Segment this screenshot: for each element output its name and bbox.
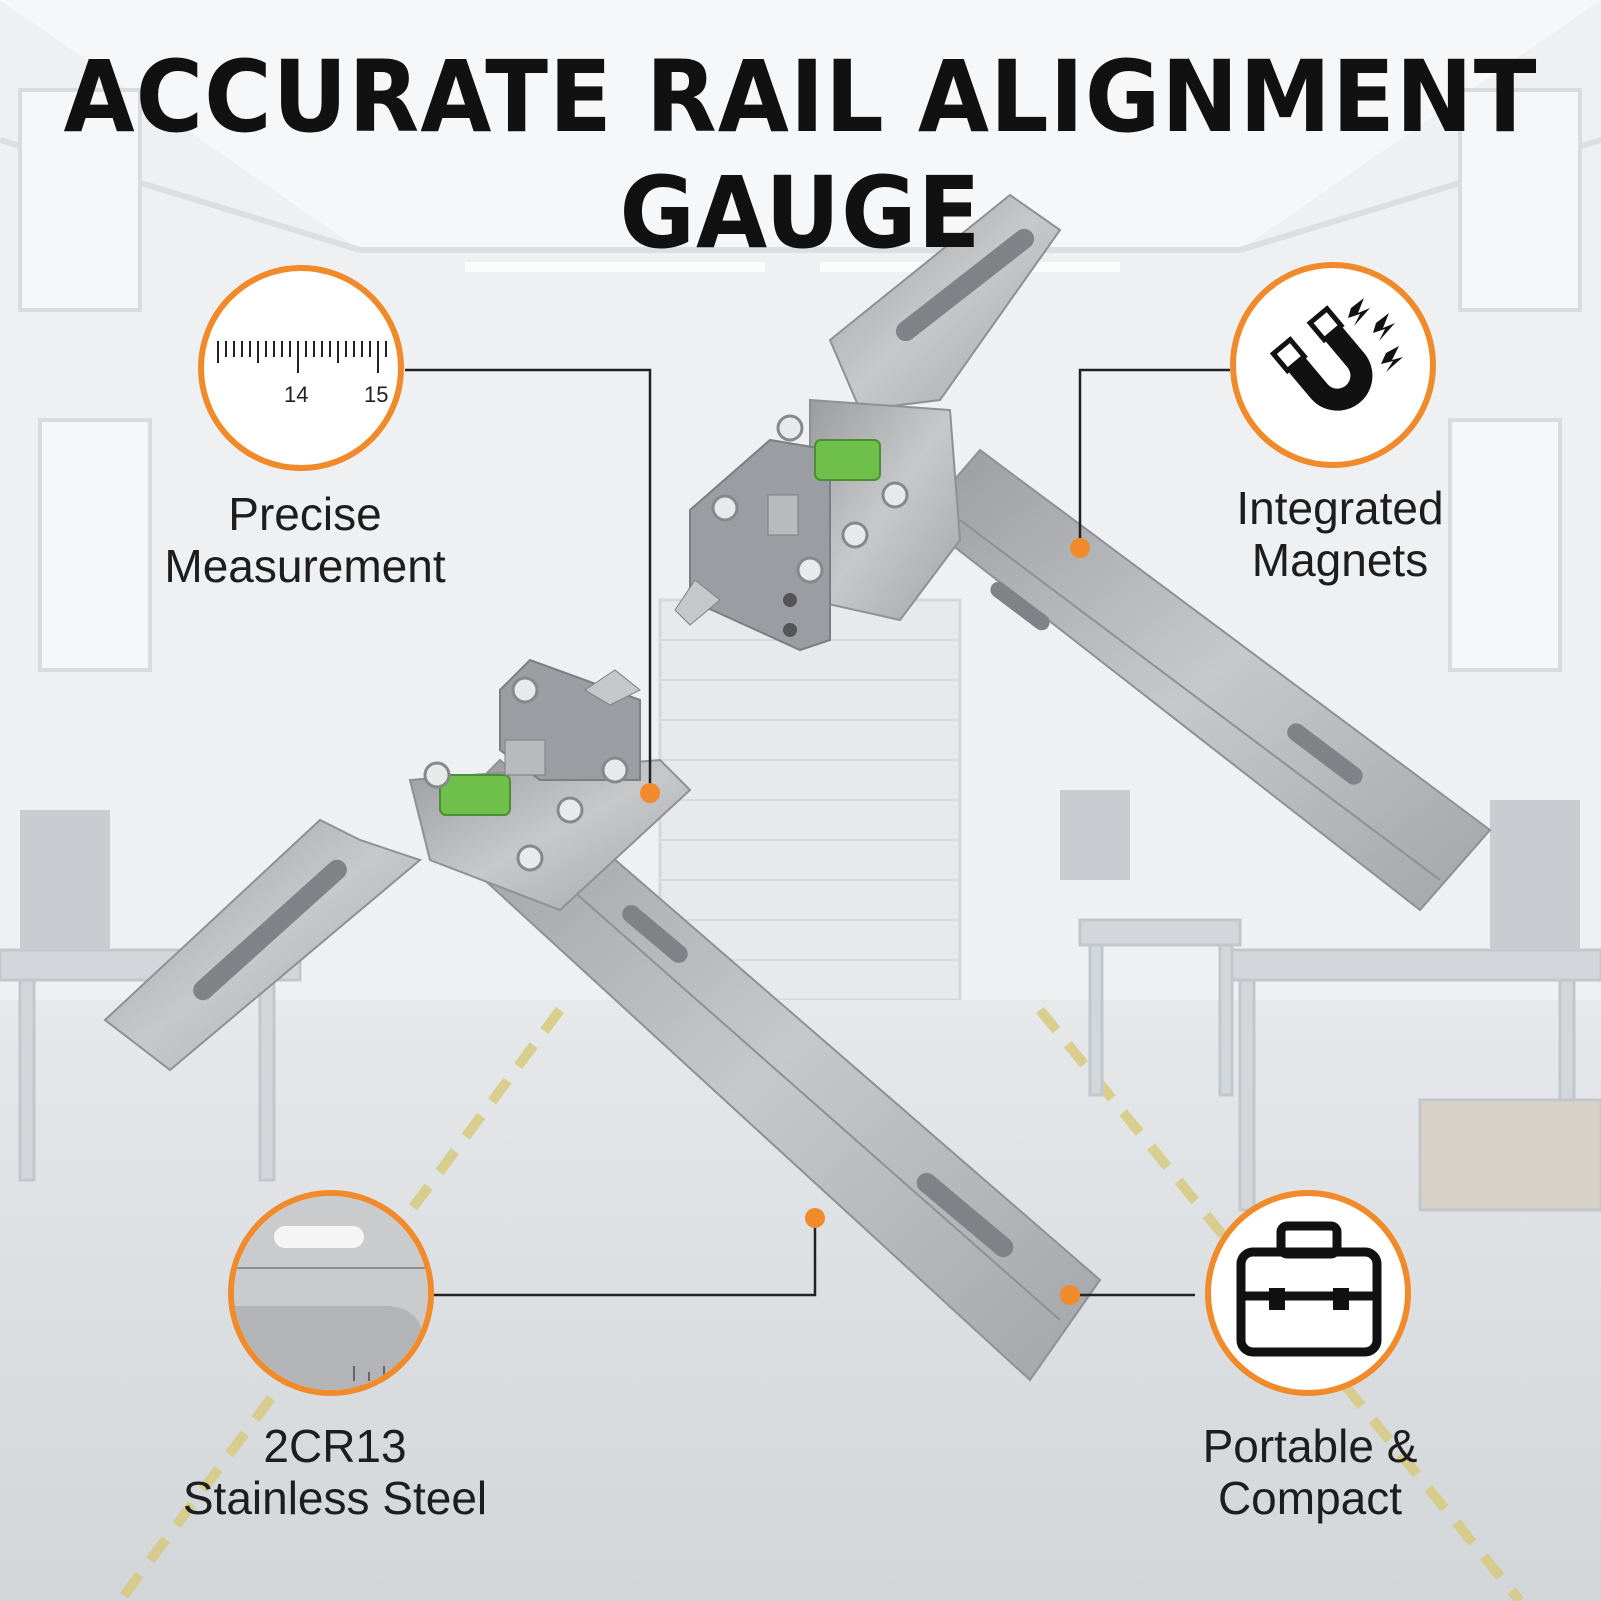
ruler-icon: 14 15	[217, 341, 388, 407]
stainless-steel-badge	[228, 1190, 434, 1396]
magnet-icon	[1269, 298, 1403, 411]
steel-plate-icon	[234, 1196, 428, 1390]
ruler-number-14: 14	[284, 382, 308, 407]
precise-measurement-label: Precise Measurement	[150, 488, 460, 592]
portable-compact-label: Portable & Compact	[1160, 1420, 1460, 1524]
magnets-label-line2: Magnets	[1251, 534, 1429, 586]
ruler-number-15: 15	[364, 382, 388, 407]
precise-measurement-badge: 14 15	[198, 265, 404, 471]
lower-gauge	[103, 658, 1102, 1382]
steel-label-line2: Stainless Steel	[182, 1472, 488, 1524]
callout-dots	[640, 538, 1090, 1305]
integrated-magnets-badge	[1230, 262, 1436, 468]
portable-compact-badge	[1205, 1190, 1411, 1396]
page-title: ACCURATE RAIL ALIGNMENT GAUGE	[63, 39, 1538, 271]
portable-label-line1: Portable &	[1202, 1420, 1418, 1472]
portable-label-line2: Compact	[1217, 1472, 1403, 1524]
stainless-steel-label: 2CR13 Stainless Steel	[160, 1420, 510, 1524]
precise-label-line1: Precise	[228, 488, 382, 540]
magnets-label-line1: Integrated	[1236, 482, 1444, 534]
toolbox-icon	[1236, 1221, 1382, 1357]
callout-lines	[405, 368, 1230, 1297]
integrated-magnets-label: Integrated Magnets	[1205, 482, 1475, 586]
precise-label-line2: Measurement	[164, 540, 446, 592]
steel-label-line1: 2CR13	[263, 1420, 407, 1472]
upper-gauge	[674, 193, 1492, 912]
